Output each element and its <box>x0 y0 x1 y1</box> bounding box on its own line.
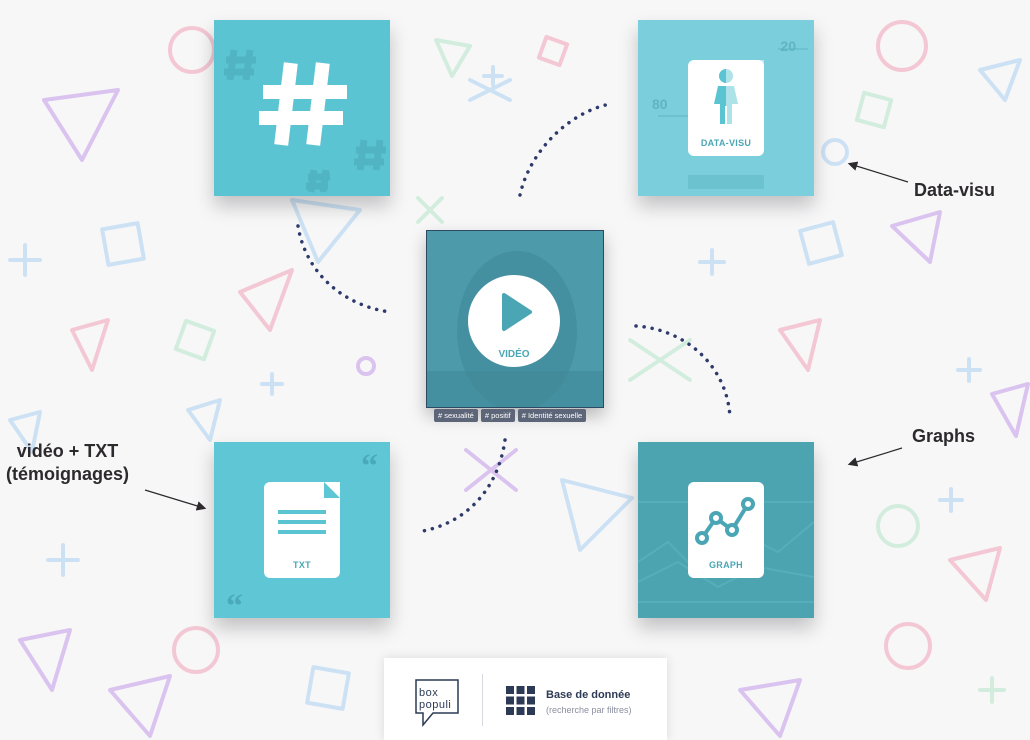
line-graph-icon <box>695 497 755 545</box>
tag-list: # sexualité # positif # Identité sexuell… <box>434 409 587 422</box>
hashtag-tile[interactable] <box>214 20 390 196</box>
annotation-graphs: Graphs <box>912 426 976 446</box>
tag-identite-sexuelle[interactable]: # Identité sexuelle <box>517 409 587 422</box>
data-visu-card: DATA-VISU <box>688 60 764 156</box>
tag-sexualite[interactable]: # sexualité <box>434 409 478 422</box>
document-icon <box>278 482 340 534</box>
graph-label: GRAPH <box>708 560 743 570</box>
data-number-left: 80 <box>652 96 668 112</box>
video-tile[interactable]: VIDÉO <box>426 230 604 408</box>
data-visu-label: DATA-VISU <box>700 138 752 148</box>
database-grid-icon[interactable] <box>506 686 535 715</box>
logo-text: box populi <box>419 687 451 711</box>
txt-card: TXT <box>264 482 340 578</box>
data-visu-background-icon <box>658 48 808 189</box>
database-title[interactable]: Base de donnée <box>546 689 631 701</box>
annotation-video-txt-line2: (témoignages) <box>6 464 130 484</box>
video-label: VIDÉO <box>498 349 530 360</box>
boxpopuli-logo[interactable]: box populi <box>415 679 459 727</box>
txt-label: TXT <box>293 560 311 570</box>
annotation-video-txt: vidéo + TXT (témoignages) <box>6 440 129 486</box>
database-subtitle: (recherche par filtres) <box>546 705 632 715</box>
logo-frame-icon <box>415 679 459 727</box>
footer-bar: box populi Base de donnée (recherche par… <box>384 658 667 740</box>
footer-divider <box>482 674 483 726</box>
quote-icon-bottom: “ <box>226 588 243 618</box>
play-button[interactable]: VIDÉO <box>468 275 560 367</box>
graph-tile[interactable]: GRAPH <box>638 442 814 618</box>
annotation-video-txt-line1: vidéo + TXT <box>16 441 119 461</box>
data-visu-tile[interactable]: 20 80 DATA-VISU <box>638 20 814 196</box>
logo-line1: box <box>419 687 439 699</box>
annotation-data-visu: Data-visu <box>914 180 996 200</box>
tag-positif[interactable]: # positif <box>480 409 515 422</box>
play-icon <box>502 293 532 331</box>
data-number-top: 20 <box>780 38 796 54</box>
person-icon <box>714 60 764 130</box>
graph-card: GRAPH <box>688 482 764 578</box>
txt-tile[interactable]: “ “ TXT <box>214 442 390 618</box>
quote-icon-top: “ <box>361 448 378 485</box>
hashtag-icon <box>224 49 386 193</box>
logo-line2: populi <box>419 699 452 711</box>
